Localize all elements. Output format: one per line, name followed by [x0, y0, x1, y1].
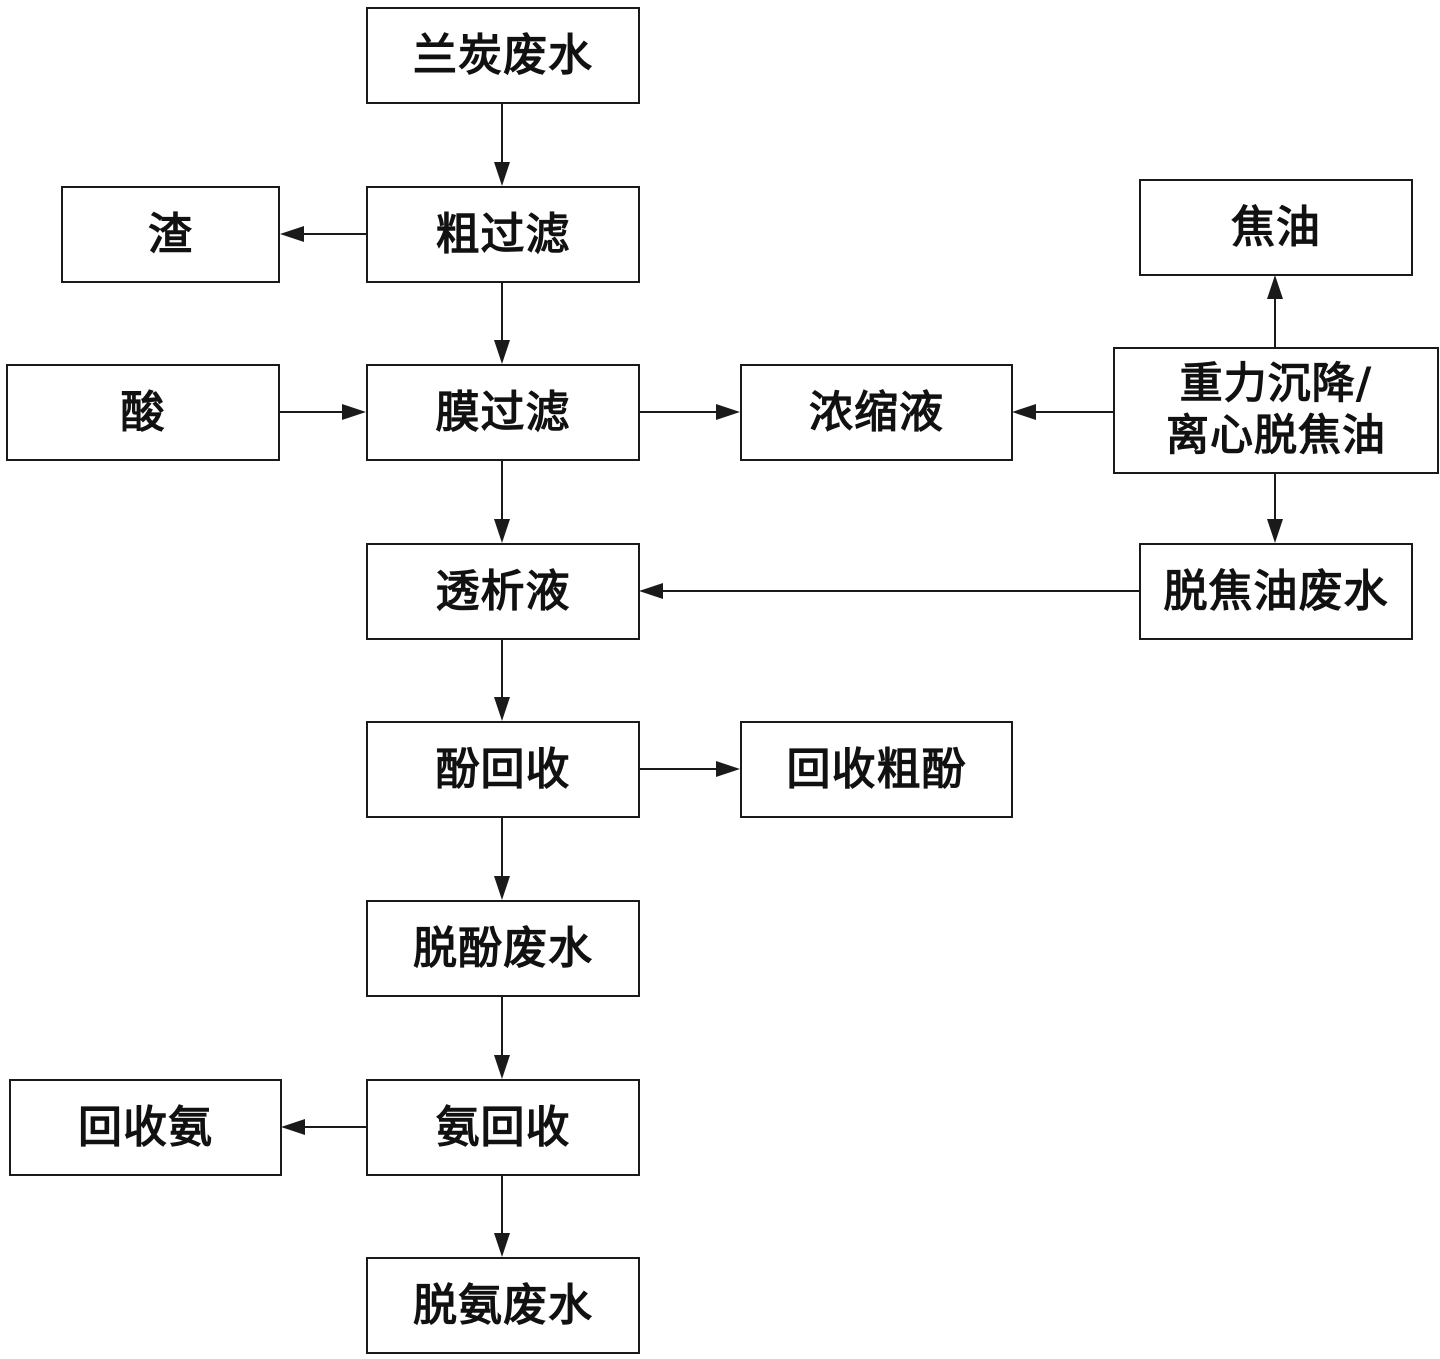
node-dephenolized-wastewater: 脱酚废水: [366, 900, 640, 997]
node-lantan-wastewater: 兰炭废水: [366, 7, 640, 104]
arrow-coarse-filtration-to-residue: [280, 226, 366, 242]
arrow-tar-removal-to-tar: [1267, 275, 1283, 347]
node-acid: 酸: [6, 364, 280, 461]
node-label: 回收粗酚: [786, 744, 967, 795]
arrow-wastewater-to-coarse-filtration: [494, 103, 510, 186]
node-label: 兰炭废水: [413, 30, 593, 81]
node-label: 焦油: [1231, 202, 1321, 253]
node-label: 渣: [148, 209, 193, 260]
arrow-ammonia-recovery-to-deammoniated: [494, 1175, 510, 1257]
node-concentrate: 浓缩液: [740, 364, 1013, 461]
node-ammonia-recovery: 氨回收: [366, 1079, 640, 1176]
node-recovered-crude-phenol: 回收粗酚: [740, 721, 1013, 818]
node-label-line-1: 重力沉降/: [1179, 358, 1373, 409]
arrow-dephenolized-to-ammonia-recovery: [494, 996, 510, 1079]
node-label: 酸: [120, 387, 166, 438]
node-coarse-filtration: 粗过滤: [366, 186, 640, 283]
node-tar: 焦油: [1139, 179, 1413, 276]
node-label: 回收氨: [78, 1102, 213, 1153]
arrow-tar-removal-to-detarred: [1267, 474, 1283, 543]
node-label: 脱氨废水: [413, 1280, 593, 1331]
node-label: 酚回收: [435, 744, 571, 795]
node-label: 脱酚废水: [413, 923, 593, 974]
node-recovered-ammonia: 回收氨: [9, 1079, 282, 1176]
arrow-tar-removal-to-concentrate: [1012, 404, 1113, 420]
arrow-detarred-to-dialysate: [639, 583, 1139, 599]
node-phenol-recovery: 酚回收: [366, 721, 640, 818]
arrow-membrane-to-dialysate: [494, 461, 510, 543]
node-label-line-2: 离心脱焦油: [1166, 410, 1386, 461]
arrow-dialysate-to-phenol-recovery: [494, 639, 510, 721]
arrow-phenol-recovery-to-crude-phenol: [639, 761, 740, 777]
node-label: 膜过滤: [435, 387, 571, 438]
arrow-ammonia-recovery-to-recovered-ammonia: [281, 1119, 366, 1135]
node-label: 粗过滤: [435, 209, 571, 260]
node-membrane-filtration: 膜过滤: [366, 364, 640, 461]
node-label: 脱焦油废水: [1163, 566, 1389, 617]
node-label: 浓缩液: [809, 387, 944, 438]
node-residue: 渣: [61, 186, 280, 283]
arrow-acid-to-membrane: [279, 404, 366, 420]
node-label: 氨回收: [435, 1102, 571, 1153]
arrow-coarse-filtration-to-membrane: [494, 282, 510, 364]
arrow-phenol-recovery-to-dephenolized: [494, 817, 510, 900]
node-detarred-wastewater: 脱焦油废水: [1139, 543, 1413, 640]
node-tar-removal: 重力沉降/ 离心脱焦油: [1113, 347, 1439, 474]
node-label: 透析液: [435, 566, 571, 617]
node-dialysate: 透析液: [366, 543, 640, 640]
arrow-membrane-to-concentrate: [639, 404, 740, 420]
node-deammoniated-wastewater: 脱氨废水: [366, 1257, 640, 1354]
